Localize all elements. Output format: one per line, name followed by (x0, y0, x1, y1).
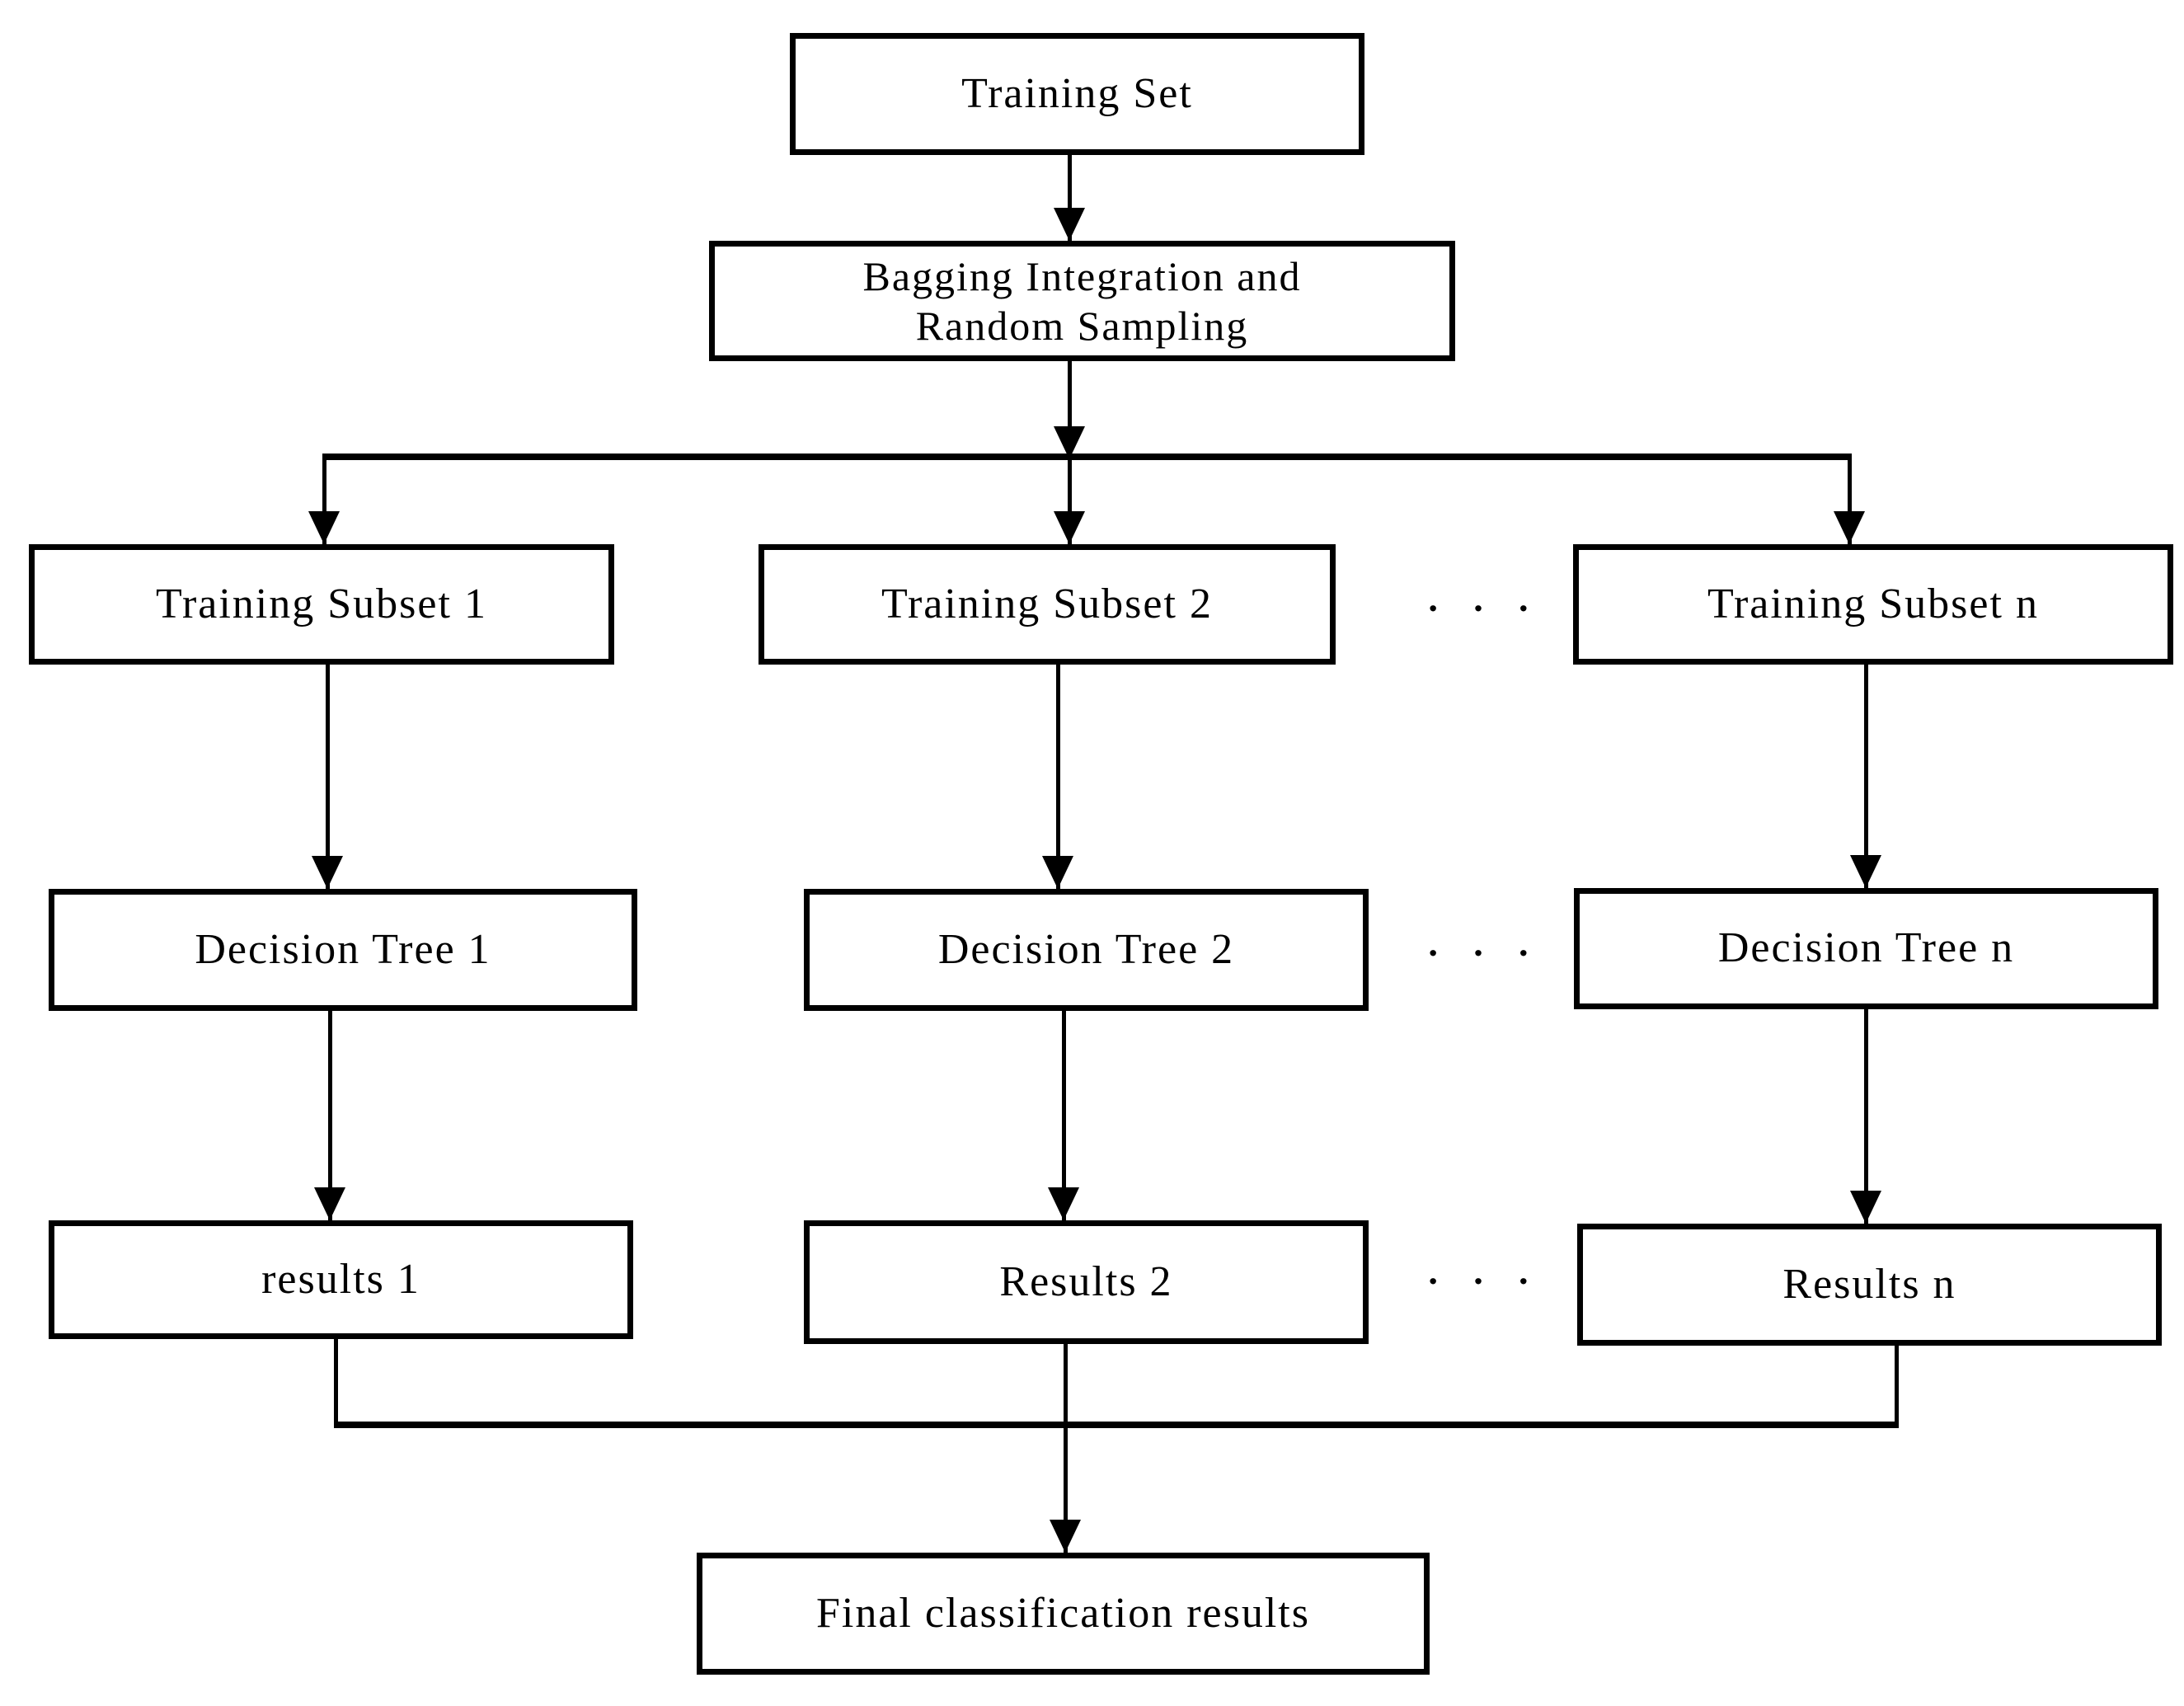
ellipsis-dots: · · · (1426, 932, 1542, 974)
connector-results1-to-converge (334, 1339, 338, 1427)
arrowhead-down-icon (1050, 1520, 1081, 1553)
ellipsis-dots: · · · (1426, 587, 1542, 629)
node-bagging-integration: Bagging Integration and Random Sampling (709, 241, 1455, 361)
node-training-subset-2: Training Subset 2 (759, 544, 1336, 665)
node-decision-tree-2: Decision Tree 2 (804, 889, 1369, 1011)
ellipsis-dots: · · · (1426, 1260, 1542, 1302)
connector-resultsn-to-converge (1895, 1346, 1899, 1427)
connector-branch-to-subset1 (322, 459, 326, 544)
node-results-1-label: results 1 (261, 1255, 420, 1303)
node-results-1: results 1 (49, 1220, 633, 1339)
node-bagging-label-line2: Random Sampling (915, 303, 1249, 349)
node-decision-tree-n: Decision Tree n (1574, 888, 2158, 1009)
node-training-subset-1-label: Training Subset 1 (156, 580, 487, 627)
node-final-classification-results: Final classification results (697, 1553, 1430, 1675)
connector-subset2-to-tree2 (1056, 665, 1060, 889)
node-bagging-label: Bagging Integration and Random Sampling (863, 251, 1302, 350)
node-results-2: Results 2 (804, 1220, 1369, 1344)
branch-line (322, 454, 1852, 460)
arrowhead-down-icon (1850, 855, 1881, 888)
arrowhead-down-icon (1834, 511, 1865, 544)
node-training-set: Training Set (790, 33, 1364, 155)
node-results-n-label: Results n (1782, 1260, 1956, 1308)
connector-branch-to-subsetn (1848, 459, 1852, 544)
connector-trainingset-to-bagging (1068, 154, 1072, 241)
connector-tree2-to-results2 (1062, 1011, 1066, 1220)
node-training-subset-n-label: Training Subset n (1707, 580, 2039, 627)
connector-subset1-to-tree1 (326, 665, 330, 889)
node-results-n: Results n (1577, 1224, 2162, 1346)
node-final-classification-results-label: Final classification results (815, 1589, 1310, 1637)
node-results-2-label: Results 2 (999, 1257, 1173, 1305)
connector-bagging-to-branch (1068, 361, 1072, 459)
connector-treen-to-resultsn (1864, 1009, 1868, 1224)
connector-subsetn-to-treen (1864, 665, 1868, 888)
node-training-subset-2-label: Training Subset 2 (881, 580, 1213, 627)
node-decision-tree-1-label: Decision Tree 1 (195, 925, 491, 973)
node-bagging-label-line1: Bagging Integration and (862, 253, 1302, 299)
connector-results2-to-final (1064, 1344, 1068, 1553)
node-decision-tree-1: Decision Tree 1 (49, 889, 637, 1011)
convergence-line (334, 1422, 1899, 1428)
arrowhead-down-icon (308, 511, 340, 544)
connector-tree1-to-results1 (328, 1011, 332, 1220)
arrowhead-down-icon (1042, 856, 1073, 889)
arrowhead-down-icon (1054, 208, 1085, 241)
arrowhead-down-icon (314, 1187, 345, 1220)
arrowhead-down-icon (1850, 1191, 1881, 1224)
node-decision-tree-2-label: Decision Tree 2 (937, 925, 1235, 973)
node-training-set-label: Training Set (961, 69, 1193, 117)
arrowhead-down-icon (1054, 511, 1085, 544)
arrowhead-down-icon (312, 856, 343, 889)
node-training-subset-1: Training Subset 1 (29, 544, 614, 665)
connector-branch-to-subset2 (1068, 459, 1072, 544)
node-training-subset-n: Training Subset n (1573, 544, 2173, 665)
arrowhead-down-icon (1048, 1187, 1079, 1220)
node-decision-tree-n-label: Decision Tree n (1717, 924, 2015, 972)
